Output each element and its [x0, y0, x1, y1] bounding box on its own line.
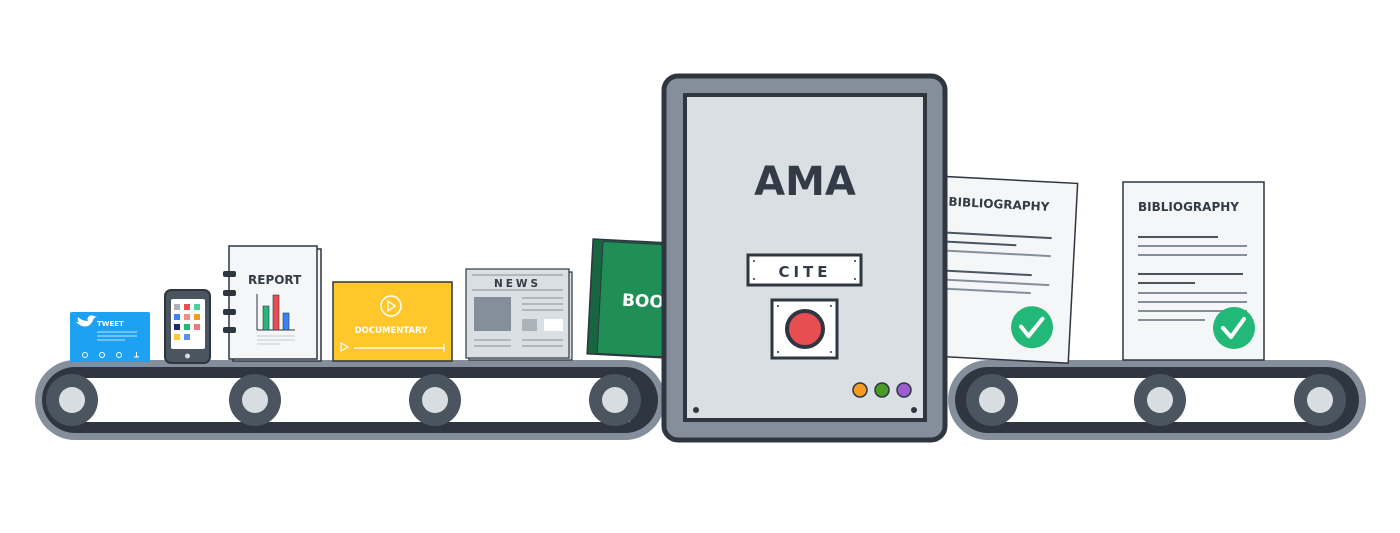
- documentary-label: DOCUMENTARY: [355, 326, 429, 336]
- indicator-light-green: [874, 382, 890, 398]
- conveyor-wheel: [229, 374, 281, 426]
- right-conveyor: [948, 360, 1366, 440]
- cite-button[interactable]: [770, 298, 839, 360]
- bibliography-title: BIBLIOGRAPHY: [1138, 200, 1239, 214]
- citation-style-label: AMA: [754, 159, 856, 205]
- conveyor-wheel: [966, 374, 1018, 426]
- citation-machine: AMA CITE: [661, 73, 948, 443]
- tweet-card: TWEET: [70, 312, 150, 362]
- report: REPORT: [223, 245, 322, 362]
- left-conveyor: [35, 360, 665, 440]
- news-label: NEWS: [494, 278, 541, 290]
- tweet-label: TWEET: [97, 320, 124, 328]
- conveyor-wheel: [409, 374, 461, 426]
- conveyor-wheel: [46, 374, 98, 426]
- indicator-light-orange: [852, 382, 868, 398]
- screw: [693, 407, 699, 413]
- cite-label: CITE: [778, 263, 831, 281]
- check-icon: [1213, 307, 1255, 349]
- report-label: REPORT: [248, 273, 302, 287]
- conveyor-wheel: [1294, 374, 1346, 426]
- phone: [164, 289, 211, 364]
- documentary: DOCUMENTARY: [332, 281, 453, 362]
- book: BOOK: [586, 238, 678, 359]
- play-icon: [380, 295, 402, 317]
- conveyor-wheel: [589, 374, 641, 426]
- app-icons-grid: [174, 304, 200, 340]
- conveyor-wheel: [1134, 374, 1186, 426]
- screw: [911, 407, 917, 413]
- bibliography-output: BIBLIOGRAPHY: [1122, 181, 1265, 361]
- bar-chart-icon: [256, 294, 295, 331]
- newspaper: NEWS: [465, 268, 573, 361]
- bird-icon: [76, 315, 97, 327]
- indicator-light-purple: [896, 382, 912, 398]
- bibliography-output: BIBLIOGRAPHY: [924, 175, 1079, 364]
- check-icon: [1011, 306, 1054, 349]
- bibliography-title: BIBLIOGRAPHY: [948, 195, 1050, 214]
- cite-plate: CITE: [746, 253, 863, 287]
